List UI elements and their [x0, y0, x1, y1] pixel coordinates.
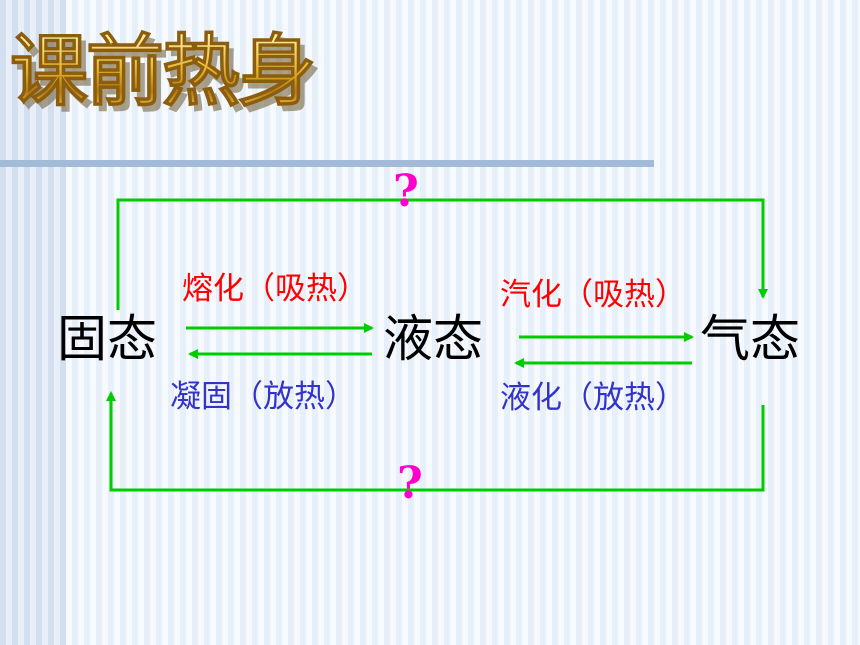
slide-title: 课前热身 — [9, 27, 316, 117]
question-mark-sublimation: ? — [393, 166, 419, 217]
arrow-solid-to-gas — [116, 198, 768, 310]
state-gas: 气态 — [700, 310, 800, 368]
arrow-gas-to-solid — [106, 391, 765, 492]
label-solidification: 凝固（放热） — [170, 379, 356, 415]
label-liquefaction: 液化（放热） — [500, 380, 686, 416]
question-mark-deposition: ? — [397, 458, 423, 509]
title-underline — [0, 160, 654, 167]
label-melting: 熔化（吸热） — [182, 271, 368, 307]
state-liquid: 液态 — [383, 310, 483, 368]
state-solid: 固态 — [57, 310, 157, 368]
slide-left-band — [0, 0, 66, 645]
slide-title-shadow: 课前热身 — [15, 39, 321, 117]
label-vaporization: 汽化（吸热） — [500, 277, 686, 313]
